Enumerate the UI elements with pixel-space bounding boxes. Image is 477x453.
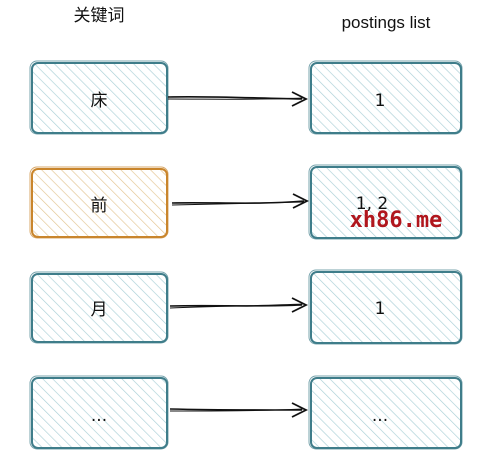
row-1: 前 1, 2	[29, 164, 463, 240]
term-box-3: ...	[29, 375, 169, 450]
postings-label-3: ...	[372, 406, 388, 426]
row-0: 床 1	[29, 60, 463, 135]
term-label-0: 床	[91, 91, 108, 111]
postings-box-2: 1	[308, 269, 463, 345]
arrow-2	[169, 297, 309, 313]
term-box-2: 月	[29, 271, 169, 344]
arrow-3	[169, 402, 309, 418]
postings-label-2: 1	[375, 299, 386, 319]
postings-box-3: ...	[308, 375, 463, 450]
term-label-3: ...	[91, 406, 107, 426]
postings-box-1: 1, 2	[308, 164, 463, 240]
term-label-1: 前	[91, 196, 108, 216]
postings-header: postings list	[342, 13, 431, 32]
arrow-1	[171, 193, 310, 209]
term-box-0: 床	[29, 60, 169, 135]
postings-box-0: 1	[308, 60, 463, 135]
watermark: xh86.me	[350, 208, 443, 233]
term-label-2: 月	[91, 300, 108, 320]
postings-label-0: 1	[375, 91, 386, 111]
keywords-header: 关键词	[74, 6, 125, 25]
postings-label-1: 1, 2	[356, 194, 388, 214]
row-2: 月 1	[29, 269, 463, 345]
term-box-1: 前	[29, 166, 169, 239]
arrow-0	[167, 91, 309, 107]
row-3: ... ...	[29, 375, 463, 450]
